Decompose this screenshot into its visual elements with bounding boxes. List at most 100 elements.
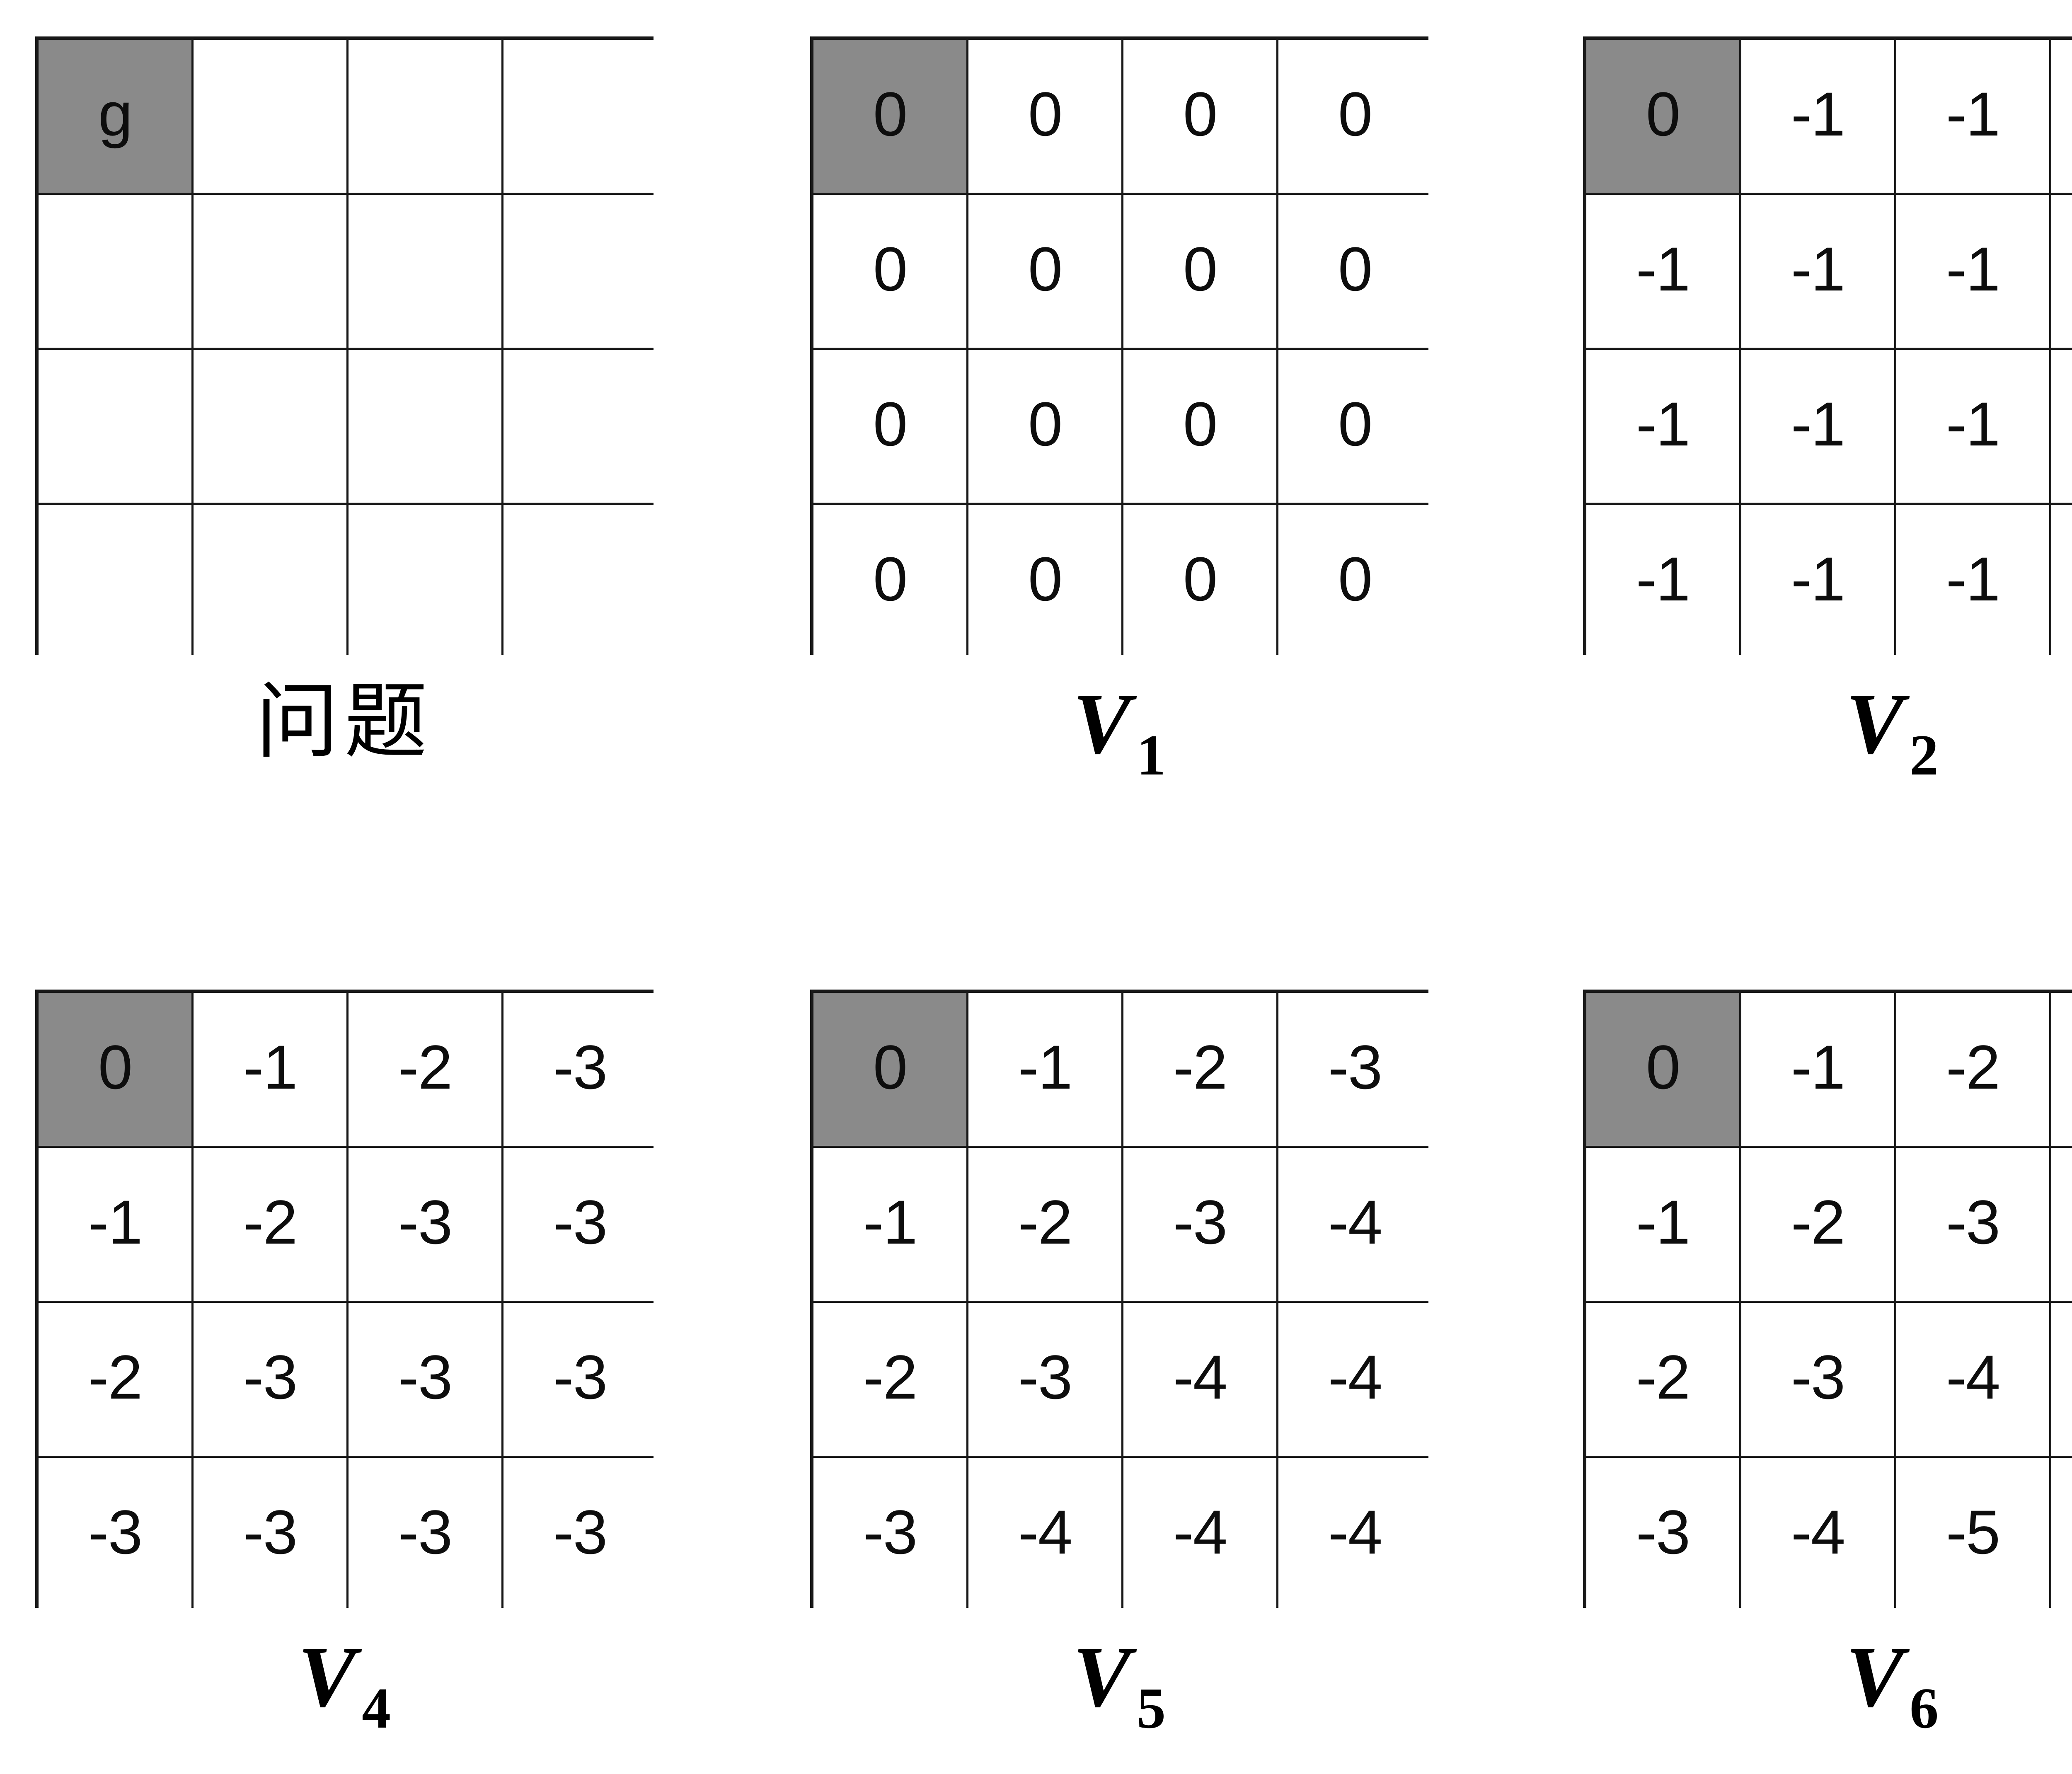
grid-cell: -1 bbox=[1741, 993, 1894, 1146]
caption-symbol: V bbox=[1072, 676, 1131, 772]
grid-cell: 0 bbox=[1123, 505, 1276, 658]
grid-cell: -4 bbox=[1123, 1458, 1276, 1611]
grid-cell bbox=[349, 40, 501, 193]
grid-cell: -3 bbox=[1278, 993, 1431, 1146]
grid-cell: -3 bbox=[1741, 1303, 1894, 1456]
caption-symbol: V bbox=[1845, 676, 1904, 772]
caption-subscript: 2 bbox=[1910, 723, 1939, 787]
grid-cell: -3 bbox=[1586, 1458, 1739, 1611]
caption-symbol: V bbox=[1072, 1629, 1131, 1725]
grid-cell: -2 bbox=[39, 1303, 191, 1456]
grid-cell bbox=[503, 195, 656, 348]
grid-cell: -1 bbox=[1896, 505, 2049, 658]
grid-cell: -1 bbox=[1896, 350, 2049, 503]
grid-cell: -1 bbox=[1586, 505, 1739, 658]
grid-cell: -1 bbox=[194, 993, 346, 1146]
grid-cell: -1 bbox=[39, 1148, 191, 1301]
grid-cell: -1 bbox=[2051, 195, 2072, 348]
grid-cell: -1 bbox=[2051, 40, 2072, 193]
grid-cell: -1 bbox=[1586, 1148, 1739, 1301]
grid-cell bbox=[39, 505, 191, 658]
grid-cell: -2 bbox=[1896, 993, 2049, 1146]
grid-cell bbox=[194, 195, 346, 348]
grid-cell: -2 bbox=[194, 1148, 346, 1301]
value-grid: 0 -1 -2 -3 -1 -2 -3 -4 -2 -3 -4 -4 -3 -4… bbox=[810, 990, 1431, 1611]
grid-cell: -2 bbox=[968, 1148, 1121, 1301]
caption-subscript: 6 bbox=[1910, 1676, 1939, 1740]
grid-cell bbox=[503, 350, 656, 503]
grid-cell: -4 bbox=[1278, 1148, 1431, 1301]
caption-subscript: 5 bbox=[1137, 1676, 1166, 1740]
caption-symbol: V bbox=[298, 1629, 356, 1725]
grid-cell: -1 bbox=[1741, 195, 1894, 348]
grid-cell: -1 bbox=[1586, 350, 1739, 503]
grid-cell: -3 bbox=[1896, 1148, 2049, 1301]
grid-cell: -4 bbox=[1741, 1458, 1894, 1611]
caption-subscript: 4 bbox=[362, 1676, 391, 1740]
grid-cell bbox=[349, 195, 501, 348]
grid-cell: -3 bbox=[349, 1458, 501, 1611]
value-grid: 0 -1 -1 -1 -1 -1 -1 -1 -1 -1 -1 -1 -1 -1… bbox=[1583, 36, 2072, 658]
grid-cell: -3 bbox=[2051, 993, 2072, 1146]
grid-cell: 0 bbox=[1586, 993, 1739, 1146]
grid-cell: -4 bbox=[1123, 1303, 1276, 1456]
panel-v2: 0 -1 -1 -1 -1 -1 -1 -1 -1 -1 -1 -1 -1 -1… bbox=[1583, 36, 2072, 805]
grid-cell: -5 bbox=[2051, 1303, 2072, 1456]
grid-cell: -1 bbox=[1896, 40, 2049, 193]
grid-cell: -3 bbox=[813, 1458, 966, 1611]
grid-cell: 0 bbox=[813, 505, 966, 658]
panel-problem: g 问题 bbox=[35, 36, 656, 805]
grid-cell: -3 bbox=[1123, 1148, 1276, 1301]
grid-cell: 0 bbox=[1586, 40, 1739, 193]
grid-cell bbox=[194, 505, 346, 658]
grid-cell: 0 bbox=[813, 993, 966, 1146]
grid-cell: -1 bbox=[1586, 195, 1739, 348]
caption-subscript: 1 bbox=[1137, 723, 1166, 787]
grid-cell: -4 bbox=[2051, 1148, 2072, 1301]
value-grid: 0 -1 -2 -3 -1 -2 -3 -4 -2 -3 -4 -5 -3 -4… bbox=[1583, 990, 2072, 1611]
panel-caption: 问题 bbox=[35, 680, 654, 805]
grid-cell: 0 bbox=[813, 350, 966, 503]
grid-cell: -2 bbox=[349, 993, 501, 1146]
grid-cell: -3 bbox=[39, 1458, 191, 1611]
grid-cell: 0 bbox=[1278, 40, 1431, 193]
grid-cell bbox=[194, 350, 346, 503]
grid-cell: -4 bbox=[1278, 1458, 1431, 1611]
panel-v5: 0 -1 -2 -3 -1 -2 -3 -4 -2 -3 -4 -4 -3 -4… bbox=[810, 990, 1431, 1758]
grid-cell: 0 bbox=[1278, 505, 1431, 658]
grid-cell: -4 bbox=[1896, 1303, 2049, 1456]
grid-cell bbox=[39, 350, 191, 503]
grid-cell: -1 bbox=[1896, 195, 2049, 348]
grid-cell: -1 bbox=[813, 1148, 966, 1301]
grid-cell: -1 bbox=[1741, 505, 1894, 658]
grid-cell: -2 bbox=[1586, 1303, 1739, 1456]
grid-cell: -3 bbox=[194, 1303, 346, 1456]
caption-symbol: V bbox=[1845, 1629, 1904, 1725]
grid-cell: 0 bbox=[813, 195, 966, 348]
grid-cell: 0 bbox=[1123, 195, 1276, 348]
grid-cell: -3 bbox=[503, 993, 656, 1146]
grid-cell: 0 bbox=[1278, 350, 1431, 503]
grid-cell: -3 bbox=[349, 1148, 501, 1301]
grid-cell: -1 bbox=[1741, 40, 1894, 193]
grid-cell: -1 bbox=[2051, 505, 2072, 658]
value-grid: g bbox=[35, 36, 656, 658]
grid-cell: 0 bbox=[968, 195, 1121, 348]
grid-cell: 0 bbox=[39, 993, 191, 1146]
grid-cell: -3 bbox=[503, 1303, 656, 1456]
grid-cell bbox=[503, 505, 656, 658]
grid-cell bbox=[349, 350, 501, 503]
grid-cell: -3 bbox=[194, 1458, 346, 1611]
grid-cell: 0 bbox=[968, 350, 1121, 503]
grid-cell: -2 bbox=[813, 1303, 966, 1456]
grid-cell bbox=[39, 195, 191, 348]
